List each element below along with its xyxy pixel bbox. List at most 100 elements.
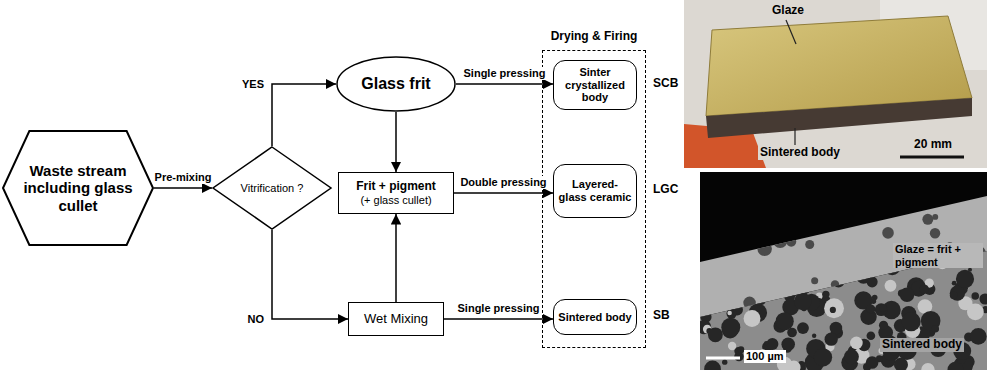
- pore: [805, 240, 814, 249]
- pore: [776, 312, 794, 330]
- pore: [970, 328, 987, 345]
- node-text: Wet Mixing: [355, 312, 437, 327]
- group-title: Drying & Firing: [551, 30, 638, 44]
- waste-stream-hexagon: Waste stream including glass cullet: [2, 130, 154, 246]
- pore: [867, 331, 876, 340]
- pore: [794, 293, 811, 310]
- pore: [797, 322, 809, 334]
- pore: [835, 249, 848, 262]
- flow-arrow: [272, 84, 336, 146]
- diamond-shape: [213, 147, 331, 229]
- pore: [709, 269, 728, 288]
- pore: [866, 304, 875, 313]
- pore: [720, 282, 725, 287]
- pore: [850, 337, 863, 350]
- leader-line: [794, 128, 795, 145]
- pore: [704, 361, 721, 370]
- pore: [770, 259, 786, 275]
- pore: [830, 322, 843, 335]
- pore: [724, 270, 730, 276]
- pore: [708, 327, 723, 342]
- edge-label: NO: [246, 313, 267, 326]
- pore: [697, 282, 709, 294]
- pore: [867, 276, 878, 287]
- text-block: Waste stream including glass cullet: [22, 162, 134, 214]
- pore: [919, 284, 928, 293]
- pore: [768, 287, 774, 293]
- photo-ground: [684, 0, 987, 168]
- pore: [811, 269, 828, 286]
- pore: [967, 303, 984, 320]
- pore: [830, 307, 836, 313]
- text-block: Sintered body: [558, 311, 632, 324]
- pore: [713, 247, 731, 265]
- pore: [940, 278, 945, 283]
- pore: [824, 298, 844, 318]
- pore: [932, 325, 939, 332]
- process-box: Wet Mixing: [348, 302, 444, 336]
- pore: [727, 311, 732, 316]
- node-text: Frit + pigment: [345, 180, 447, 194]
- sintered-body-layer: [706, 98, 972, 138]
- pore: [950, 291, 958, 299]
- node-text: (+ glass cullet): [345, 194, 447, 207]
- pore: [787, 361, 800, 370]
- pore: [879, 321, 888, 330]
- part-label: Glaze: [770, 4, 806, 18]
- text-block: Frit + pigment(+ glass cullet): [345, 180, 447, 206]
- pore: [814, 348, 832, 366]
- text-block: Vitrification ?: [231, 182, 313, 195]
- pore: [922, 214, 933, 225]
- flow-arrow: [444, 318, 553, 320]
- pore: [932, 214, 938, 220]
- product-box: Sintered body: [553, 299, 637, 335]
- pore: [744, 310, 761, 327]
- pore: [882, 227, 894, 239]
- edge-label: Single pressing: [462, 67, 548, 80]
- pore: [705, 261, 723, 279]
- pore: [791, 249, 797, 255]
- pore: [773, 233, 788, 248]
- pore: [844, 349, 859, 364]
- text-block: Glass frit: [354, 75, 438, 93]
- pore: [980, 272, 987, 284]
- hex-shape: [3, 131, 153, 245]
- process-box: Frit + pigment(+ glass cullet): [338, 172, 454, 214]
- pore: [766, 206, 778, 218]
- pore: [728, 342, 736, 350]
- abbreviation: SCB: [651, 77, 680, 91]
- pore: [792, 276, 811, 295]
- pore: [737, 254, 750, 267]
- pore: [695, 282, 710, 297]
- leader-line: [786, 20, 796, 44]
- node-text: Sintered body: [558, 311, 632, 324]
- sem-background: [700, 172, 987, 370]
- sintered-body-layer: [700, 251, 987, 370]
- flow-arrow: [395, 214, 397, 302]
- decision-diamond: Vitrification ?: [212, 146, 332, 230]
- pore: [812, 334, 816, 338]
- product-box: Layered- glass ceramic: [553, 164, 637, 218]
- flow-arrow: [154, 187, 212, 189]
- pore: [825, 333, 838, 346]
- pore: [760, 215, 773, 228]
- pore: [700, 264, 707, 271]
- flow-arrow: [456, 83, 553, 85]
- edge-label: Single pressing: [456, 302, 542, 315]
- node-text: Waste stream including glass cullet: [22, 162, 134, 214]
- pore: [852, 268, 860, 276]
- pore: [851, 252, 870, 271]
- abbreviation: LGC: [651, 183, 680, 197]
- product-box: Sinter crystallized body: [553, 60, 637, 110]
- pore: [871, 298, 876, 303]
- scale-label: 100 µm: [744, 350, 786, 363]
- pore: [875, 303, 888, 316]
- pore: [757, 242, 771, 256]
- part-label: Glaze = frit + pigment: [893, 243, 983, 268]
- pore: [786, 237, 796, 247]
- scale-bar: [900, 156, 964, 159]
- node-text: Vitrification ?: [231, 182, 313, 195]
- text-block: Wet Mixing: [355, 312, 437, 327]
- pore: [698, 227, 705, 234]
- node-text: Glass frit: [354, 75, 438, 93]
